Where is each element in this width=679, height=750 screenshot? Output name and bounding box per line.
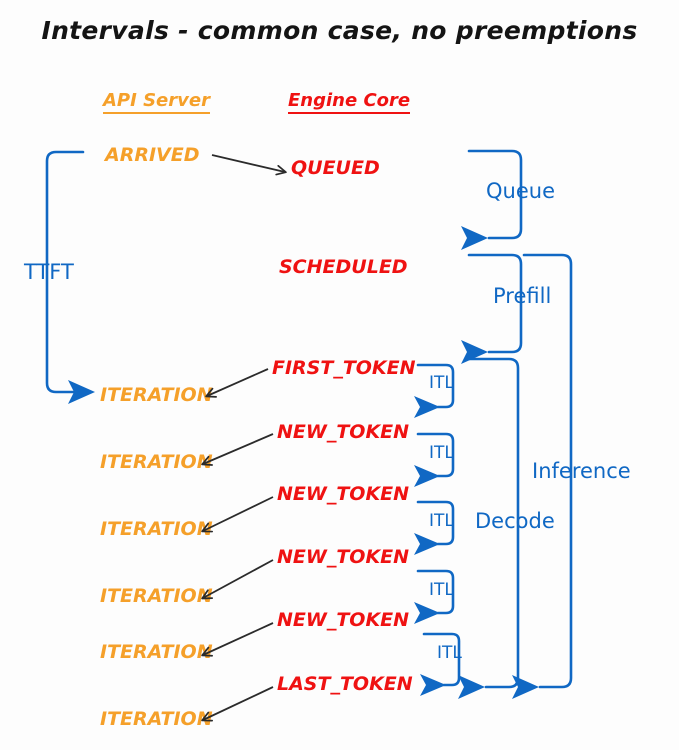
- state-queued: QUEUED: [291, 157, 380, 179]
- arrow-last-token-to-iteration: [201, 686, 274, 722]
- state-iteration-4: ITERATION: [100, 585, 213, 607]
- arrowhead-itl-5: [420, 674, 446, 696]
- state-iteration-3: ITERATION: [100, 518, 213, 540]
- state-scheduled: SCHEDULED: [279, 256, 408, 278]
- arrowhead-prefill: [461, 340, 488, 364]
- bracket-itl-4: [416, 569, 455, 615]
- arrow-new-token-to-iteration-4: [201, 622, 274, 657]
- interval-label-prefill: Prefill: [493, 284, 552, 308]
- interval-label-queue: Queue: [486, 179, 555, 203]
- interval-label-itl-1: ITL: [429, 373, 454, 393]
- bracket-itl-3: [416, 500, 455, 546]
- arrow-arrived-to-queued: [211, 154, 287, 176]
- state-iteration-5: ITERATION: [100, 641, 213, 663]
- arrowhead-itl-1: [414, 396, 440, 418]
- bracket-itl-5: [422, 632, 461, 687]
- interval-label-inference: Inference: [532, 459, 631, 483]
- column-header-engine-core: Engine Core: [288, 91, 411, 114]
- state-new-token-2: NEW_TOKEN: [277, 483, 410, 505]
- interval-label-ttft: TTFT: [24, 260, 74, 284]
- interval-label-itl-5: ITL: [437, 643, 462, 663]
- bracket-queue: [467, 149, 523, 240]
- interval-label-itl-3: ITL: [429, 511, 454, 531]
- arrowhead-decode: [458, 675, 485, 699]
- state-iteration-6: ITERATION: [100, 708, 213, 730]
- arrow-first-token-to-iteration: [205, 368, 269, 398]
- state-new-token-3: NEW_TOKEN: [277, 546, 410, 568]
- column-header-api-server: API Server: [103, 91, 210, 114]
- interval-label-decode: Decode: [475, 509, 555, 533]
- arrowhead-queue: [461, 226, 488, 250]
- interval-label-itl-4: ITL: [429, 580, 454, 600]
- state-arrived: ARRIVED: [105, 144, 200, 166]
- state-iteration-2: ITERATION: [100, 451, 213, 473]
- arrowhead-inference: [512, 675, 539, 699]
- interval-arrowheads: [68, 226, 539, 699]
- bracket-decode: [464, 357, 520, 689]
- interval-label-itl-2: ITL: [429, 443, 454, 463]
- bracket-inference: [522, 253, 573, 689]
- page-title: Intervals - common case, no preemptions: [41, 16, 638, 45]
- arrow-new-token-to-iteration-1: [201, 433, 274, 466]
- arrowhead-itl-4: [414, 602, 440, 624]
- arrowhead-itl-3: [414, 533, 440, 555]
- arrow-new-token-to-iteration-2: [201, 496, 274, 533]
- state-new-token-4: NEW_TOKEN: [277, 609, 410, 631]
- state-first-token: FIRST_TOKEN: [272, 357, 416, 379]
- state-last-token: LAST_TOKEN: [277, 673, 413, 695]
- arrowhead-itl-2: [414, 465, 440, 487]
- state-iteration-1: ITERATION: [100, 384, 213, 406]
- bracket-prefill: [467, 253, 523, 354]
- bracket-itl-1: [416, 363, 455, 409]
- arrow-new-token-to-iteration-3: [201, 559, 274, 600]
- bracket-itl-2: [416, 432, 455, 478]
- bracket-ttft: [45, 150, 85, 394]
- arrowhead-ttft: [68, 380, 95, 404]
- state-new-token-1: NEW_TOKEN: [277, 421, 410, 443]
